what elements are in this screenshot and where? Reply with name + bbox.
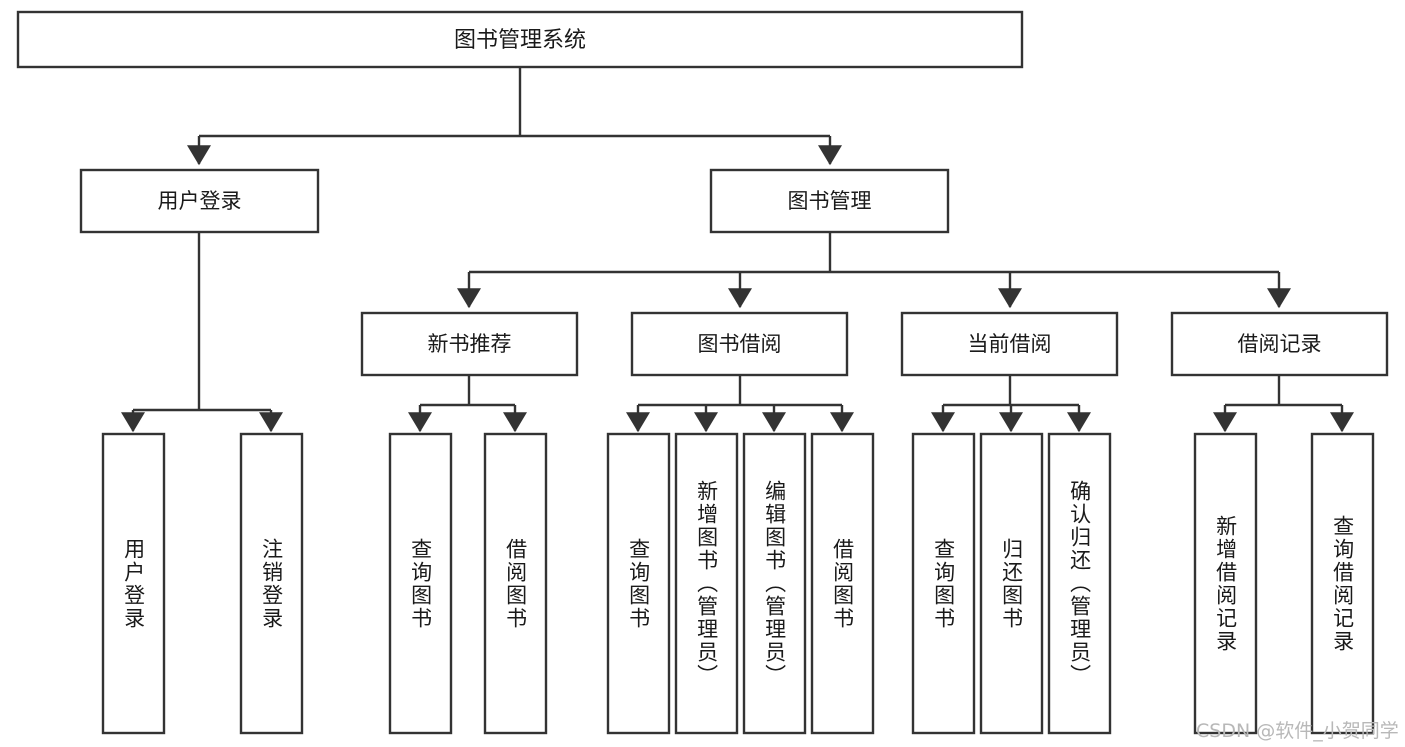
node-book-manage-label: 图书管理 xyxy=(788,189,872,213)
node-leaf-query-book-1[interactable] xyxy=(388,432,453,735)
node-borrow-record[interactable] xyxy=(1170,311,1389,377)
node-leaf-confirm-return[interactable] xyxy=(1047,432,1112,735)
node-leaf-query-book-2[interactable] xyxy=(606,432,671,735)
node-book-borrow-label: 图书借阅 xyxy=(698,332,782,356)
node-book-manage[interactable] xyxy=(709,168,950,234)
node-leaf-query-record[interactable] xyxy=(1310,432,1375,735)
node-leaf-add-book[interactable] xyxy=(674,432,739,735)
node-box-group: 图书管理系统 用户登录 图书管理 新书推荐 图书借阅 当前借阅 借阅记录 xyxy=(16,10,1389,735)
node-user-login-label: 用户登录 xyxy=(158,189,242,213)
node-root[interactable] xyxy=(16,10,1024,69)
node-leaf-borrow-book-2[interactable] xyxy=(810,432,875,735)
node-book-borrow[interactable] xyxy=(630,311,849,377)
node-current-borrow[interactable] xyxy=(900,311,1119,377)
node-leaf-query-book-3[interactable] xyxy=(911,432,976,735)
node-leaf-borrow-book-1[interactable] xyxy=(483,432,548,735)
node-leaf-edit-book[interactable] xyxy=(742,432,807,735)
node-leaf-user-logout[interactable] xyxy=(239,432,304,735)
csdn-watermark: CSDN @软件_小贺同学 xyxy=(1196,720,1399,742)
node-new-book-recommend-label: 新书推荐 xyxy=(428,332,512,356)
node-borrow-record-label: 借阅记录 xyxy=(1238,332,1322,356)
node-current-borrow-label: 当前借阅 xyxy=(968,332,1052,356)
node-user-login[interactable] xyxy=(79,168,320,234)
node-leaf-add-record[interactable] xyxy=(1193,432,1258,735)
node-root-label: 图书管理系统 xyxy=(454,28,586,53)
connector-group xyxy=(121,67,1354,433)
node-new-book-recommend[interactable] xyxy=(360,311,579,377)
node-leaf-return-book[interactable] xyxy=(979,432,1044,735)
node-leaf-user-login[interactable] xyxy=(101,432,166,735)
